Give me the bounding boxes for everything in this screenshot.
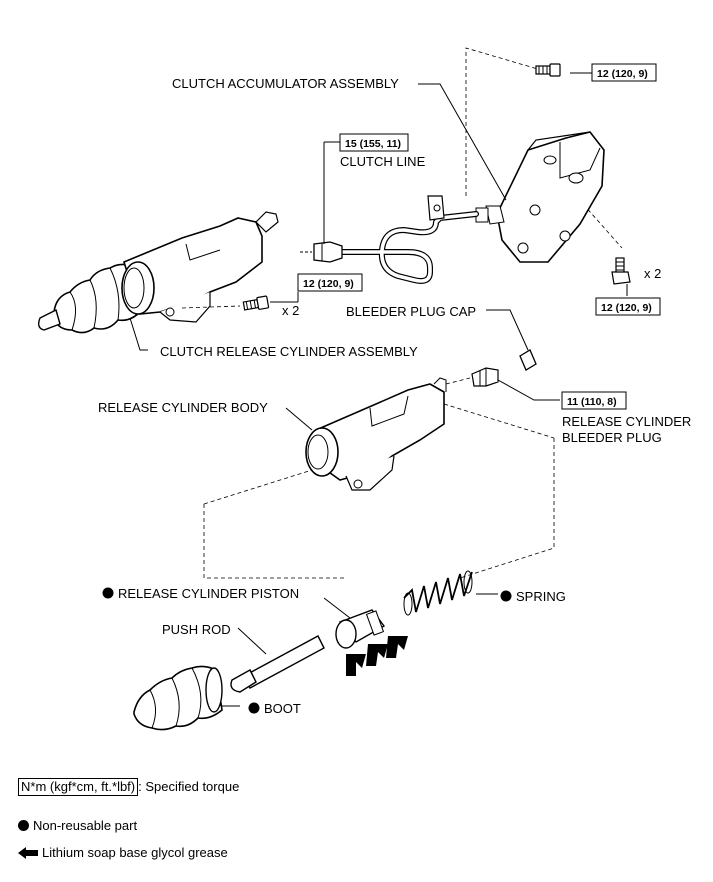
clutch-line-pipe <box>300 195 479 284</box>
svg-text:12 (120, 9): 12 (120, 9) <box>303 278 354 290</box>
legend-torque: N*m (kgf*cm, ft.*lbf): Specified torque <box>18 778 239 796</box>
release-cylinder-bleeder-plug <box>471 367 499 387</box>
legend-grease-text: Lithium soap base glycol grease <box>42 845 228 860</box>
release-cylinder-body <box>305 377 447 491</box>
legend-torque-text: : Specified torque <box>138 779 240 794</box>
clutch-accumulator <box>475 131 605 263</box>
qty-accumulator-bolts: x 2 <box>644 266 661 281</box>
label-clutch-line: CLUTCH LINE <box>340 154 426 169</box>
label-release-cylinder-body: RELEASE CYLINDER BODY <box>98 400 268 415</box>
label-boot: BOOT <box>264 701 301 716</box>
accumulator-bolt-bottom <box>611 257 631 285</box>
svg-text:11 (110, 8): 11 (110, 8) <box>567 396 617 408</box>
svg-text:12 (120, 9): 12 (120, 9) <box>597 68 648 80</box>
svg-text:12 (120, 9): 12 (120, 9) <box>601 302 652 314</box>
accumulator-bolt-top <box>535 63 561 77</box>
label-clutch-release-cylinder-assembly: CLUTCH RELEASE CYLINDER ASSEMBLY <box>160 344 418 359</box>
torque-box-release-cylinder-bolts: 12 (120, 9) <box>297 273 363 292</box>
grease-arrow-icon <box>18 847 38 859</box>
torque-box-accumulator-bottom: 12 (120, 9) <box>595 297 661 316</box>
bleeder-plug-cap <box>519 349 537 371</box>
label-bleeder-plug-cap: BLEEDER PLUG CAP <box>346 304 476 319</box>
legend-non-reusable: Non-reusable part <box>18 818 137 834</box>
push-rod <box>230 635 325 693</box>
label-push-rod: PUSH ROD <box>162 622 231 637</box>
label-release-cylinder-bleeder-plug-line1: RELEASE CYLINDER <box>562 414 691 429</box>
svg-text:15 (155, 11): 15 (155, 11) <box>345 138 401 150</box>
legend-torque-box: N*m (kgf*cm, ft.*lbf) <box>18 778 139 796</box>
label-release-cylinder-bleeder-plug-line2: BLEEDER PLUG <box>562 430 662 445</box>
label-release-cylinder-piston: RELEASE CYLINDER PISTON <box>118 586 299 601</box>
non-reusable-dot-icon <box>102 587 114 599</box>
label-spring: SPRING <box>516 589 566 604</box>
non-reusable-dot-icon <box>248 702 260 714</box>
label-clutch-accumulator-assembly: CLUTCH ACCUMULATOR ASSEMBLY <box>172 76 399 91</box>
legend-grease: Lithium soap base glycol grease <box>18 845 228 861</box>
grease-arrow-icon <box>346 636 408 676</box>
non-reusable-dot-icon <box>18 820 29 831</box>
torque-box-accumulator-top: 12 (120, 9) <box>591 63 657 82</box>
qty-release-cylinder-bolts: x 2 <box>282 303 299 318</box>
torque-box-bleeder-plug: 11 (110, 8) <box>561 391 627 410</box>
legend-non-reusable-text: Non-reusable part <box>33 818 138 833</box>
release-cylinder-piston <box>335 609 386 649</box>
non-reusable-dot-icon <box>500 590 512 602</box>
torque-box-clutch-line: 15 (155, 11) <box>339 133 409 152</box>
release-cylinder-assembly <box>37 211 299 334</box>
spring <box>403 570 473 616</box>
boot <box>133 665 223 731</box>
accumulator-group <box>465 47 631 296</box>
